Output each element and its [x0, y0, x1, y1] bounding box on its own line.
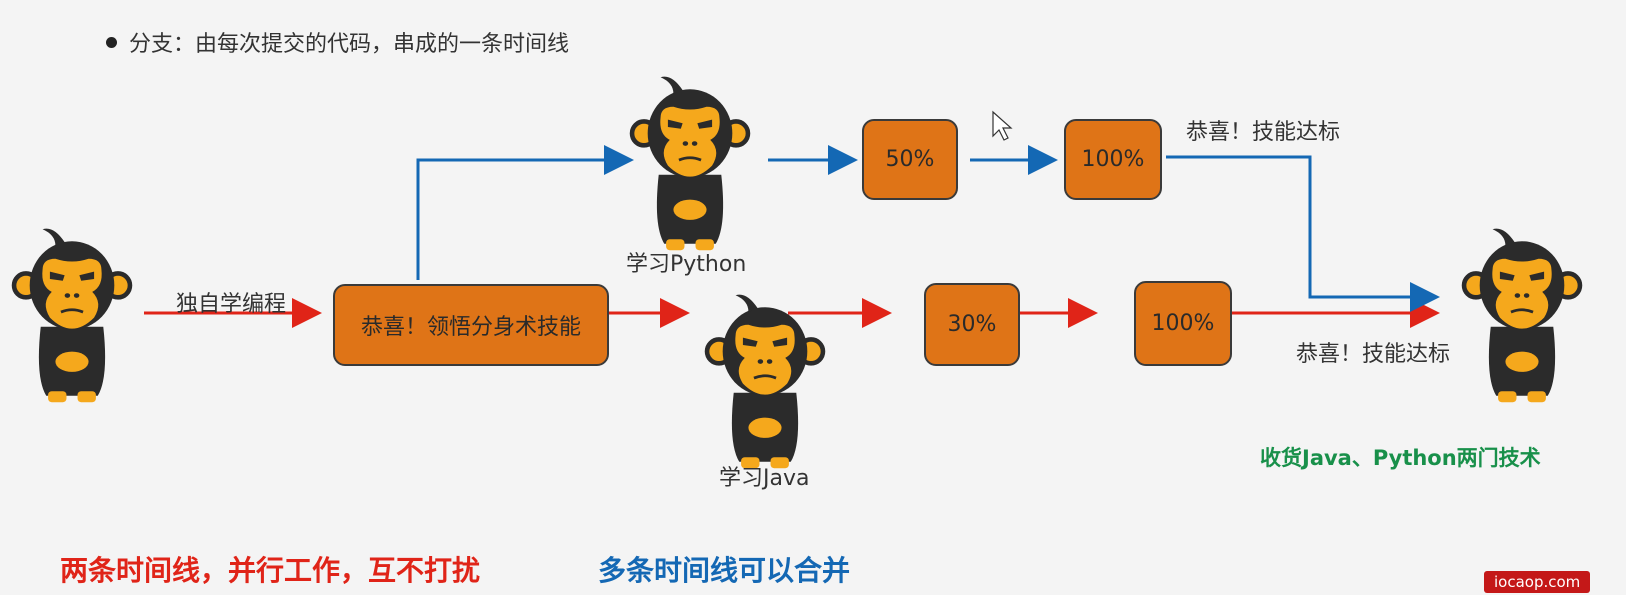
blue-merge-line	[1166, 155, 1440, 312]
monkey-java	[707, 295, 823, 469]
bullet-dot	[106, 36, 117, 48]
congrats-bottom-label: 恭喜！技能达标	[1296, 342, 1451, 367]
blue-branch-up	[416, 145, 634, 280]
monkey-merged	[1464, 229, 1580, 403]
footer-merge-text: 多条时间线可以合并	[598, 554, 851, 587]
cursor-icon	[992, 110, 1013, 141]
java-100-box: 100%	[1134, 281, 1232, 366]
bullet-row: 分支：由每次提交的代码，串成的一条时间线	[106, 26, 569, 58]
monkey-start	[14, 229, 130, 403]
python-100-box: 100%	[1064, 119, 1162, 200]
congrats-top-label: 恭喜！技能达标	[1186, 120, 1341, 145]
monkey-python	[632, 77, 748, 251]
footer-parallel-text: 两条时间线，并行工作，互不打扰	[60, 554, 481, 587]
watermark: iocaop.com	[1484, 571, 1591, 593]
self-study-label: 独自学编程	[176, 292, 287, 317]
learn-java-label: 学习Java	[719, 466, 810, 491]
bullet-text: 分支：由每次提交的代码，串成的一条时间线	[129, 32, 570, 57]
split-skill-box: 恭喜！领悟分身术技能	[333, 284, 609, 366]
java-30-box: 30%	[924, 283, 1020, 366]
learn-python-label: 学习Python	[626, 252, 747, 277]
harvest-label: 收货Java、Python两门技术	[1260, 446, 1541, 470]
python-50-box: 50%	[862, 119, 958, 200]
